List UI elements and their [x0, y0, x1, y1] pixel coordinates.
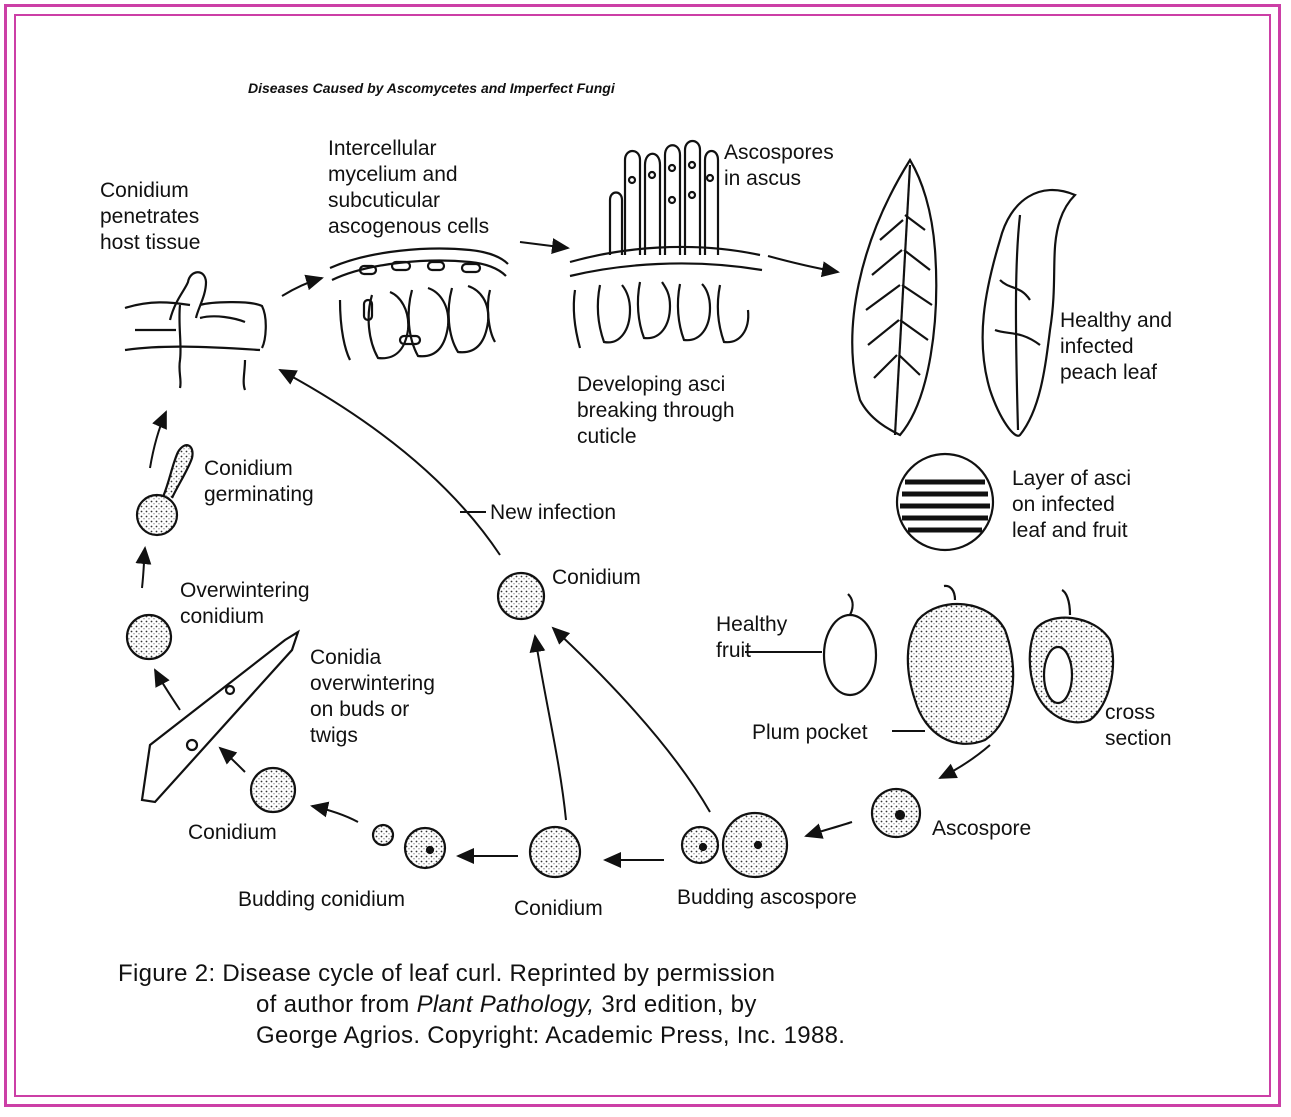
caption-book-title: Plant Pathology, [417, 991, 595, 1018]
caption-line-3: George Agrios. Copyright: Academic Press… [256, 1020, 845, 1051]
cross-section-drawing [1030, 590, 1113, 722]
label-conidium-germinating: Conidium germinating [204, 456, 314, 508]
label-intercellular-mycelium: Intercellular mycelium and subcuticular … [328, 136, 489, 240]
figure-header: Diseases Caused by Ascomycetes and Imper… [248, 80, 615, 96]
label-overwintering-conidium: Overwintering conidium [180, 578, 310, 630]
label-plum-pocket: Plum pocket [752, 720, 868, 746]
conidium-germinating-drawing [137, 445, 193, 535]
label-conidia-overwintering: Conidia overwintering on buds or twigs [310, 645, 435, 749]
caption-line-2-suffix: 3rd edition, by [594, 991, 756, 1018]
label-conidium-penetrates: Conidium penetrates host tissue [100, 178, 200, 256]
caption-line-1: Figure 2: Disease cycle of leaf curl. Re… [118, 958, 775, 989]
label-healthy-infected-leaf: Healthy and infected peach leaf [1060, 308, 1172, 386]
healthy-leaf-drawing [852, 160, 936, 435]
caption-line-2-prefix: of author from [256, 991, 417, 1018]
label-ascospore: Ascospore [932, 816, 1031, 842]
budding-conidium-drawing [373, 825, 445, 868]
label-budding-conidium: Budding conidium [238, 887, 405, 913]
label-conidium-left: Conidium [188, 820, 277, 846]
host-tissue-drawing [125, 272, 266, 390]
ascospore-drawing [872, 789, 920, 837]
intercellular-mycelium-drawing [330, 249, 508, 360]
overwintering-conidium-drawing [127, 615, 171, 659]
conidium-top-drawing [498, 573, 544, 619]
label-layer-of-asci: Layer of asci on infected leaf and fruit [1012, 466, 1131, 544]
label-cross-section: cross section [1105, 700, 1172, 752]
label-healthy-fruit: Healthy fruit [716, 612, 787, 664]
label-budding-ascospore: Budding ascospore [677, 885, 857, 911]
healthy-fruit-drawing [824, 594, 876, 695]
label-developing-asci: Developing asci breaking through cuticle [577, 372, 735, 450]
plum-pocket-drawing [908, 586, 1013, 744]
conidium-bottom-drawing [530, 827, 580, 877]
label-new-infection: New infection [490, 500, 616, 526]
budding-ascospore-drawing [682, 813, 787, 877]
label-conidium-bottom: Conidium [514, 896, 603, 922]
label-conidium-top: Conidium [552, 565, 641, 591]
layer-of-asci-drawing [897, 454, 993, 550]
caption-line-2: of author from Plant Pathology, 3rd edit… [256, 989, 757, 1020]
label-ascospores-in-ascus: Ascospores in ascus [724, 140, 834, 192]
conidium-left-drawing [251, 768, 295, 812]
